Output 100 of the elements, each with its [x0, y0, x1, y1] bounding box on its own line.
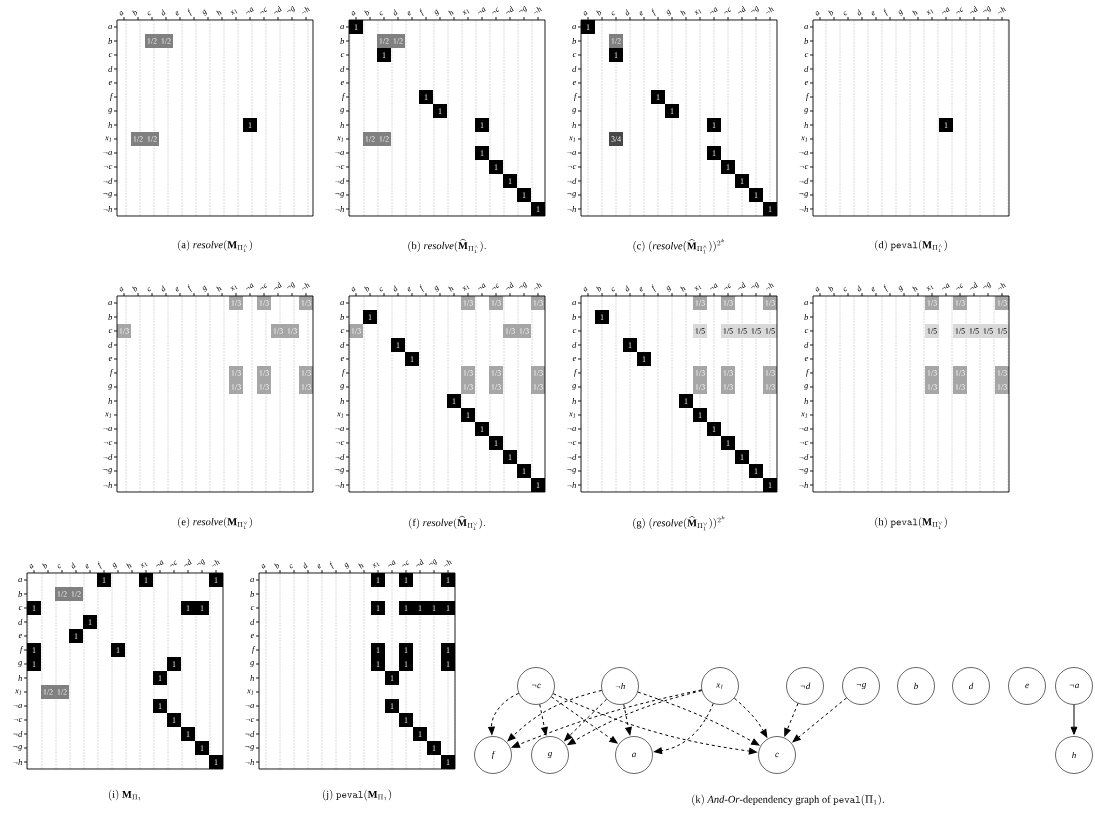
row-label: c	[250, 605, 255, 611]
row-label: ¬c	[103, 440, 113, 446]
panel-caption: $\mathrm{(j)}\ \mathtt{peval}(\mathbf{M}_{\Pi_1})$	[323, 789, 391, 801]
row-label: ¬a	[799, 150, 808, 156]
row-label: d	[572, 66, 577, 72]
row-label: a	[340, 24, 344, 30]
row-label: h	[804, 398, 808, 404]
row-label: ¬c	[13, 717, 23, 723]
row-label: h	[340, 122, 344, 128]
row-label: f	[342, 369, 346, 377]
row-label: g	[804, 108, 809, 114]
row-label: ¬g	[335, 192, 345, 198]
panel-caption: $\mathrm{(i)}\ \mathbf{M}_{\Pi_1}$	[109, 789, 141, 801]
row-label: a	[108, 24, 112, 30]
row-label: d	[250, 619, 255, 625]
row-label: c	[804, 52, 809, 58]
row-label: ¬d	[335, 178, 345, 184]
row-label: c	[18, 605, 23, 611]
dependency-arrow	[550, 696, 618, 744]
row-label: c	[340, 328, 345, 334]
row-label: e	[108, 80, 113, 86]
row-label: e	[108, 356, 113, 362]
dependency-arrow	[552, 693, 758, 755]
row-label: ¬h	[103, 482, 112, 488]
row-label: ¬d	[567, 454, 577, 460]
row-label: d	[804, 66, 809, 72]
row-label: a	[804, 24, 808, 30]
panel-caption: $\mathrm{(g)}\ (\mathit{resolve}(\widehat{\mathbf{M}}_{\Pi_1^{\vee}}))^{2^k}$	[633, 515, 725, 531]
row-label: a	[572, 24, 576, 30]
panel-caption: $\mathrm{(a)}\ \mathit{resolve}(\mathbf{M}_{\Pi_1^{\wedge}})$	[178, 240, 252, 252]
row-label: e	[572, 80, 577, 86]
panel-caption: $\mathrm{(c)}\ (\mathit{resolve}(\widehat{\mathbf{M}}_{\Pi_1^{\wedge}}))^{2^k}$	[633, 238, 725, 254]
row-label: ¬a	[799, 426, 808, 432]
row-label: x$_{1}$	[105, 412, 112, 418]
row-label: x$_{1}$	[15, 689, 22, 695]
row-label: c	[108, 52, 113, 58]
row-label: ¬h	[245, 759, 254, 765]
row-label: g	[340, 108, 345, 114]
row-label: ¬d	[245, 731, 255, 737]
row-label: h	[572, 122, 576, 128]
row-label: ¬d	[335, 454, 345, 460]
row-label: ¬h	[335, 206, 344, 212]
row-label: g	[340, 384, 345, 390]
row-label: e	[804, 356, 809, 362]
dependency-arrow	[564, 698, 608, 741]
row-label: ¬c	[335, 164, 345, 170]
row-label: h	[340, 398, 344, 404]
row-label: a	[250, 577, 254, 583]
graph-node: g	[531, 736, 569, 774]
row-label: b	[108, 38, 113, 44]
panel-caption: $\mathrm{(d)}\ \mathtt{peval}(\mathbf{M}_{\Pi_1^{\wedge}})$	[875, 240, 947, 252]
graph-node: d	[952, 667, 990, 705]
graph-node: ¬a	[1055, 667, 1093, 705]
row-label: a	[108, 300, 112, 306]
dependency-arrow	[539, 703, 548, 736]
row-label: b	[108, 314, 113, 320]
row-label: ¬c	[567, 440, 577, 446]
row-label: ¬g	[103, 192, 113, 198]
graph-node: f	[474, 736, 512, 774]
row-label: e	[804, 80, 809, 86]
row-label: d	[572, 342, 577, 348]
row-label: b	[572, 38, 577, 44]
row-label: ¬a	[567, 426, 576, 432]
row-label: c	[572, 328, 577, 334]
row-label: h	[108, 122, 112, 128]
row-label: a	[340, 300, 344, 306]
graph-node: x$_{1}$	[701, 667, 739, 705]
row-label: ¬g	[799, 192, 809, 198]
dependency-arrow	[507, 689, 603, 742]
row-label: g	[804, 384, 809, 390]
row-label: ¬a	[335, 426, 344, 432]
graph-node: c	[758, 736, 796, 774]
row-label: e	[18, 633, 23, 639]
row-label: f	[574, 93, 578, 101]
row-label: ¬d	[103, 178, 113, 184]
dependency-arrow	[623, 703, 632, 736]
row-label: x$_{1}$	[337, 136, 344, 142]
dependency-arrow	[511, 689, 703, 748]
row-label: x$_{1}$	[569, 412, 576, 418]
row-label: g	[572, 108, 577, 114]
row-label: h	[18, 675, 22, 681]
row-label: x$_{1}$	[801, 136, 808, 142]
row-label: e	[572, 356, 577, 362]
row-label: f	[110, 369, 114, 377]
dependency-arrow	[637, 691, 760, 746]
row-label: b	[250, 591, 255, 597]
row-label: g	[250, 661, 255, 667]
row-label: ¬a	[103, 426, 112, 432]
row-label: c	[340, 52, 345, 58]
graph-caption: $\mathrm{(k)}\ \mathit{And}\text{-}\mathit{Or}\text{-dependency graph of }\mathtt{peval}(\Pi_1).$	[692, 794, 884, 806]
row-label: ¬d	[799, 178, 809, 184]
graph-node: a	[615, 736, 653, 774]
row-label: ¬d	[13, 731, 23, 737]
row-label: ¬h	[799, 482, 808, 488]
row-label: f	[574, 369, 578, 377]
dependency-arrow	[1070, 704, 1078, 735]
row-label: ¬c	[799, 440, 809, 446]
graph-node: ¬c	[517, 667, 555, 705]
panel-caption: $\mathrm{(b)}\ \mathit{resolve}(\widehat{\mathbf{M}}_{\Pi_1^{\wedge}}).$	[408, 238, 486, 253]
row-label: ¬a	[103, 150, 112, 156]
